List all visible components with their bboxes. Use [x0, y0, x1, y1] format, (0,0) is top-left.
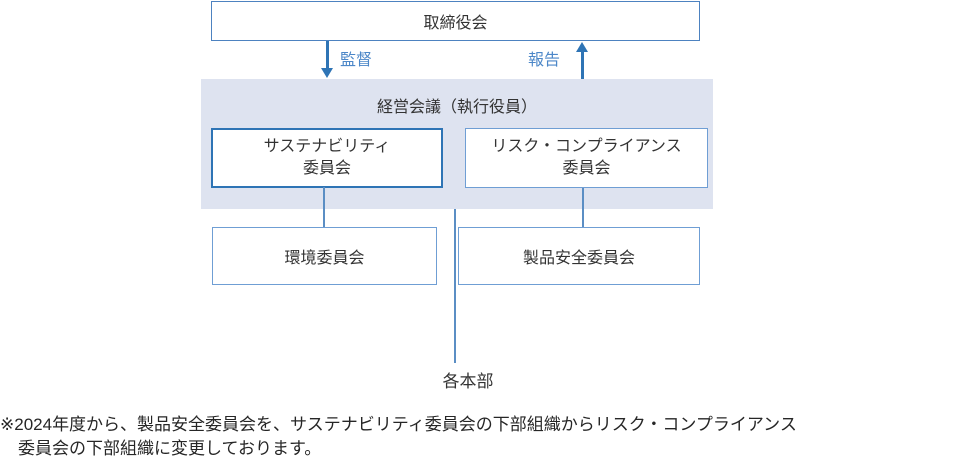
report-arrow-up-icon — [576, 42, 588, 52]
board-of-directors-box: 取締役会 — [211, 1, 700, 41]
connector-panel-to-divisions — [454, 209, 456, 363]
sustainability-committee-box: サステナビリティ 委員会 — [211, 128, 443, 188]
sustainability-committee-line1: サステナビリティ — [263, 138, 391, 155]
footnote-line1: ※2024年度から、製品安全委員会を、サステナビリティ委員会の下部組織からリスク… — [0, 415, 797, 434]
sustainability-committee-label: サステナビリティ 委員会 — [264, 136, 391, 180]
environment-committee-label: 環境委員会 — [284, 250, 365, 267]
divisions-label: 各本部 — [442, 372, 494, 391]
connector-sustainability-to-environment — [323, 187, 325, 227]
product-safety-committee-label: 製品安全委員会 — [522, 250, 635, 267]
supervision-arrow-down-icon — [321, 68, 333, 78]
risk-compliance-committee-line2: 委員会 — [562, 160, 611, 177]
risk-compliance-committee-label: リスク・コンプライアンス 委員会 — [491, 136, 681, 180]
management-meeting-title: 経営会議（執行役員） — [376, 99, 537, 116]
risk-compliance-committee-line1: リスク・コンプライアンス — [491, 138, 682, 155]
environment-committee-box: 環境委員会 — [212, 227, 437, 285]
report-arrow-shaft — [581, 51, 584, 79]
footnote: ※2024年度から、製品安全委員会を、サステナビリティ委員会の下部組織からリスク… — [0, 413, 960, 461]
supervision-arrow-shaft — [326, 41, 329, 70]
supervision-label: 監督 — [340, 52, 373, 69]
board-of-directors-label: 取締役会 — [423, 15, 488, 32]
report-label: 報告 — [528, 52, 561, 69]
connector-risk-to-product-safety — [582, 188, 584, 227]
sustainability-committee-line2: 委員会 — [302, 160, 351, 177]
footnote-line2: 委員会の下部組織に変更しております。 — [18, 439, 322, 458]
risk-compliance-committee-box: リスク・コンプライアンス 委員会 — [465, 128, 708, 188]
product-safety-committee-box: 製品安全委員会 — [458, 227, 700, 285]
